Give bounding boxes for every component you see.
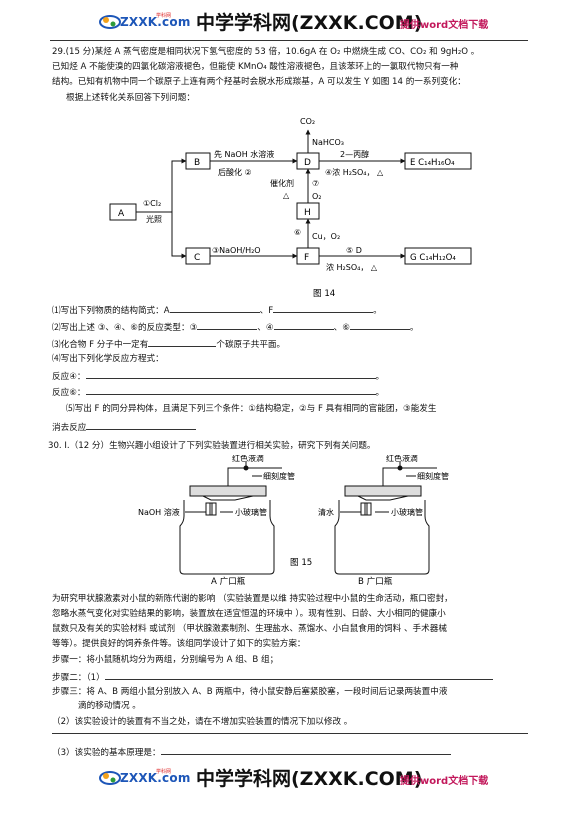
site-title: 中学学科网(ZXXK.COM) xyxy=(196,12,423,34)
bottle-A xyxy=(179,500,275,575)
answer-blank-F[interactable] xyxy=(273,303,374,313)
label-small-tube-A: 小玻璃管 xyxy=(235,507,267,517)
label-tube-B: 细刻度管 xyxy=(417,471,449,481)
answer-blank-4[interactable] xyxy=(273,320,334,330)
stopper-B xyxy=(344,485,422,497)
answer-blank-6[interactable] xyxy=(349,320,410,330)
label-r5-D: ⑤ D xyxy=(346,246,362,255)
q29-sub3: ⑶化合物 F 分子中一定有个碳原子共平面。 xyxy=(52,337,285,351)
label-H: H xyxy=(304,208,311,218)
q29-reaction-4: 反应④：。 xyxy=(52,369,384,383)
q30-step-3b: 滴的移动情况 。 xyxy=(78,701,141,711)
q30-para-1: 为研究甲状腺激素对小鼠的新陈代谢的影响 （实验装置是以维 持实验过程中小鼠的生命… xyxy=(52,594,453,604)
zxxk-logo[interactable]: ZXXK.com 学科网 xyxy=(98,10,190,36)
answer-blank-isomer[interactable] xyxy=(86,420,197,430)
label-r6: ⑥ xyxy=(294,228,301,237)
apparatus-figure-15: 红色液滴 细刻度管 NaOH 溶液 小玻璃管 A 广口瓶 红色液滴 细刻度管 清… xyxy=(138,455,449,585)
label-B: B xyxy=(194,158,200,168)
q29-intro-line-2: 已知烃 A 不能使溴的四氯化碳溶液褪色，但能使 KMnO₄ 酸性溶液褪色，且该苯… xyxy=(52,62,459,72)
label-r7-o2: O₂ xyxy=(312,192,322,201)
q29-intro-line-3: 结构。已知有机物中同一个碳原子上连有两个羟基时会脱水形成羰基，A 可以发生 Y … xyxy=(52,77,466,87)
label-r4-h2so4: ④浓 H₂SO₄， △ xyxy=(325,168,384,177)
q30-title: 30. Ⅰ.（12 分）生物兴趣小组设计了下列实验装置进行相关实验，研究下列有关… xyxy=(48,441,376,451)
label-r4-propanol: 2—丙醇 xyxy=(340,149,369,159)
graduated-tube-A xyxy=(227,467,282,486)
figure-15-caption: 图 15 xyxy=(290,557,312,568)
label-A: A xyxy=(118,209,125,219)
q30-question-2: （2）该实验设计的装置有不当之处，请在不增加实验装置的情况下加以修改 。 xyxy=(52,717,353,727)
answer-blank-q3[interactable] xyxy=(160,745,451,755)
q30-question-3: （3）该实验的基本原理是： xyxy=(52,745,451,759)
footer-site-title: 中学学科网(ZXXK.COM) xyxy=(196,768,423,790)
label-bottle-B: B 广口瓶 xyxy=(358,575,393,585)
label-small-tube-B: 小玻璃管 xyxy=(391,507,423,517)
label-E-formula: E C₁₄H₁₆O₄ xyxy=(410,158,455,168)
q29-sub1: ⑴写出下列物质的结构简式：A、F。 xyxy=(52,303,382,317)
footer-logo-subtext: 学科网 xyxy=(156,769,172,775)
graduated-tube-B xyxy=(382,467,437,486)
label-C: C xyxy=(194,253,200,263)
label-NaHCO3: NaHCO₃ xyxy=(312,138,344,147)
q30-step-3a: 步骤三：将 A、B 两组小鼠分别放入 A、B 两瓶中，待小鼠安静后塞紧胶塞，一段… xyxy=(52,687,448,697)
answer-blank-carbon[interactable] xyxy=(148,337,217,347)
label-D: D xyxy=(304,158,311,168)
label-r7-heat: △ xyxy=(283,191,290,200)
small-tube-B xyxy=(360,502,372,516)
header-divider xyxy=(50,40,528,41)
answer-blank-q2[interactable] xyxy=(52,733,528,734)
q29-reaction-6: 反应⑥：。 xyxy=(52,385,384,399)
logo-swirl-icon xyxy=(99,15,121,29)
q29-intro-line-4: 根据上述转化关系回答下列问题： xyxy=(66,93,195,103)
q29-sub2: ⑵写出上述 ③、④、⑥的反应类型：③、④、⑥。 xyxy=(52,320,419,334)
q29-sub4: ⑷写出下列化学反应方程式： xyxy=(52,354,164,364)
q30-para-3: 鼠数只及有关的实验材料 或试剂 （甲状腺激素制剂、生理盐水、蒸馏水、小白鼠食用的… xyxy=(52,624,447,634)
label-r6-cu: Cu，O₂ xyxy=(312,232,340,241)
label-r2-naoh: 先 NaOH 水溶液 xyxy=(214,149,274,159)
bottle-B xyxy=(334,500,430,575)
logo-subtext: 学科网 xyxy=(156,13,172,19)
label-CO2: CO₂ xyxy=(300,117,315,126)
reaction-scheme-diagram: A B C D F H E C₁₄H₁₆O₄ G C₁₄H₁₂O₄ CO₂ Na… xyxy=(109,117,472,299)
label-F: F xyxy=(304,253,309,263)
q29-sub5: ⑸写出 F 的同分异构体，且满足下列三个条件：①结构稳定，②与 F 具有相同的官… xyxy=(66,404,437,414)
answer-blank-reaction-4[interactable] xyxy=(85,369,376,379)
figure-14-caption: 图 14 xyxy=(313,288,335,299)
q29-intro-line-1: 29.(15 分)某烃 A 蒸气密度是相同状况下氢气密度的 53 倍，10.6g… xyxy=(52,47,480,57)
label-bottle-A: A 广口瓶 xyxy=(211,575,246,585)
download-link[interactable]: 提供word文档下载 xyxy=(400,20,489,31)
logo-text: ZXXK.com xyxy=(120,15,191,29)
label-r7-num: ⑦ xyxy=(312,179,319,188)
label-r5-h2so4: 浓 H₂SO₄， △ xyxy=(326,263,378,272)
label-red-drop-B: 红色液滴 xyxy=(386,455,418,463)
label-r7-catalyst: 催化剂 xyxy=(270,178,294,188)
footer-logo-text: ZXXK.com xyxy=(120,771,191,785)
label-tube-A: 细刻度管 xyxy=(263,471,295,481)
stopper-A xyxy=(189,485,267,497)
answer-blank-reaction-6[interactable] xyxy=(85,385,376,395)
footer-logo-swirl-icon xyxy=(99,771,121,785)
answer-blank-step-2[interactable] xyxy=(104,670,493,680)
label-naoh-A: NaOH 溶液 xyxy=(138,507,180,517)
q30-step-2: 步骤二：（1） xyxy=(52,670,493,684)
answer-blank-A[interactable] xyxy=(169,303,260,313)
small-tube-A xyxy=(205,502,217,516)
label-r3: ③NaOH/H₂O xyxy=(212,246,261,255)
label-r1-light: 光照 xyxy=(146,214,162,224)
label-water-B: 清水 xyxy=(318,507,334,517)
label-r2-acid: 后酸化 ② xyxy=(218,167,252,177)
footer-download-link[interactable]: 提供word文档下载 xyxy=(400,776,489,787)
q30-para-4: 等等）。提供良好的饲养条件等。该组同学设计了如下的实验方案： xyxy=(52,639,306,649)
footer-zxxk-logo[interactable]: ZXXK.com 学科网 xyxy=(98,766,190,792)
label-G-formula: G C₁₄H₁₂O₄ xyxy=(410,253,456,263)
page-header: ZXXK.com 学科网 中学学科网(ZXXK.COM) 提供word文档下载 xyxy=(0,0,580,42)
label-r1-cl2: ①Cl₂ xyxy=(143,199,161,208)
q30-para-2: 忽略水蒸气变化对实验结果的影响，装置放在适宜恒温的环境中 ）。现有性别、日龄、大… xyxy=(52,609,446,619)
page-footer: ZXXK.com 学科网 中学学科网(ZXXK.COM) 提供word文档下载 xyxy=(0,760,580,800)
answer-blank-3[interactable] xyxy=(197,320,258,330)
label-red-drop-A: 红色液滴 xyxy=(232,455,264,463)
q30-step-1: 步骤一：将小鼠随机均分为两组，分别编号为 A 组、B 组； xyxy=(52,655,279,665)
q29-sub5-cont: 消去反应 xyxy=(52,420,197,434)
